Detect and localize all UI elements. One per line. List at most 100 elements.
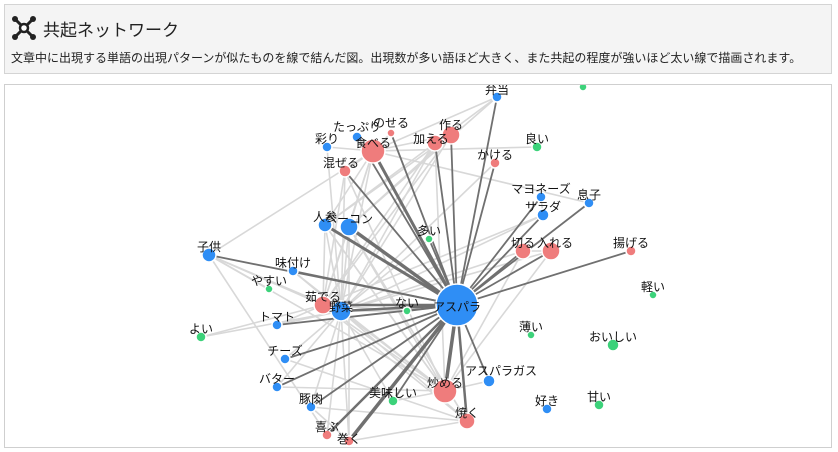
node-6[interactable] [426, 134, 444, 152]
node-label: たっぷり [333, 120, 381, 134]
node-12[interactable] [535, 191, 547, 203]
node-7[interactable] [531, 141, 543, 153]
edge-strong [371, 150, 459, 306]
edge-strong [456, 162, 496, 306]
node-31[interactable] [606, 338, 620, 352]
node-0[interactable] [435, 283, 479, 327]
node-label: 子供 [197, 240, 221, 254]
network-graph-svg[interactable]: アスパラ弁当っぽいたっぷりのせる作る加える良い彩り食べるかける混ぜるマヨネーズ息… [5, 85, 832, 448]
node-28[interactable] [195, 331, 207, 343]
node-32[interactable] [279, 353, 291, 365]
node-42[interactable] [343, 435, 355, 447]
node-4[interactable] [386, 128, 396, 138]
edge-weak [326, 310, 342, 436]
edge-weak [340, 250, 524, 312]
node-37[interactable] [593, 399, 605, 411]
page-title: 共起ネットワーク [43, 20, 179, 41]
node-label: トマト [259, 310, 295, 324]
node-3[interactable] [351, 131, 363, 143]
node-9[interactable] [360, 138, 386, 164]
edge-strong [276, 304, 458, 388]
node-label: っぽい [565, 85, 601, 87]
edge-strong [456, 250, 632, 306]
node-24[interactable] [648, 290, 658, 300]
node-34[interactable] [432, 378, 458, 404]
node-35[interactable] [271, 381, 283, 393]
node-20[interactable] [625, 245, 637, 257]
node-label: バター [259, 372, 295, 386]
network-graph[interactable]: アスパラ弁当っぽいたっぷりのせる作る加える良い彩り食べるかける混ぜるマヨネーズ息… [4, 84, 832, 448]
node-26[interactable] [330, 300, 352, 322]
node-label: 息子 [577, 187, 601, 202]
edge-weak [292, 270, 446, 392]
node-1[interactable] [491, 91, 503, 103]
node-25[interactable] [313, 295, 333, 315]
node-label: 美味しい [369, 386, 417, 400]
node-label: 甘い [587, 390, 611, 404]
title-row: 共起ネットワーク [11, 15, 179, 41]
node-8[interactable] [321, 141, 333, 153]
node-label: やすい [251, 274, 287, 288]
edge-weak [340, 238, 430, 312]
node-36[interactable] [387, 395, 399, 407]
node-23[interactable] [264, 284, 274, 294]
node-14[interactable] [536, 208, 550, 222]
node-label: 豚肉 [299, 392, 323, 406]
node-label: サラダ [525, 199, 561, 214]
node-38[interactable] [541, 403, 553, 415]
edge-weak [324, 224, 342, 312]
edge-strong [456, 196, 542, 306]
node-40[interactable] [458, 412, 476, 430]
edge-weak [310, 406, 468, 422]
node-5[interactable] [441, 125, 461, 145]
edge-strong [347, 303, 459, 443]
node-19[interactable] [541, 241, 561, 261]
node-label: ない [395, 296, 419, 310]
edge-weak [310, 406, 350, 442]
edge-weak [200, 310, 342, 338]
edge-weak [208, 254, 324, 306]
node-label: ベーコン [325, 212, 373, 226]
node-27[interactable] [402, 306, 412, 316]
edge-strong [324, 223, 458, 307]
edge-weak [348, 420, 468, 442]
node-label: おいしい [589, 330, 637, 344]
node-29[interactable] [271, 319, 283, 331]
node-10[interactable] [489, 157, 501, 169]
node-label: よい [189, 322, 213, 336]
node-label: 彩り [315, 132, 339, 146]
node-11[interactable] [338, 164, 352, 178]
node-15[interactable] [317, 217, 333, 233]
node-2[interactable] [578, 85, 588, 92]
node-label: 巻く [337, 432, 361, 446]
node-label: 人参 [313, 209, 337, 224]
node-21[interactable] [201, 247, 217, 263]
node-16[interactable] [339, 217, 359, 237]
node-label: かける [477, 148, 513, 162]
node-33[interactable] [482, 374, 496, 388]
node-18[interactable] [514, 242, 532, 260]
edge-weak [276, 310, 342, 388]
header-panel: 共起ネットワーク 文章中に出現する単語の出現パターンが似たものを線で結んだ図。出… [4, 4, 832, 74]
node-label: のせる [373, 116, 409, 130]
edge-strong [344, 170, 458, 306]
edge-weak [344, 170, 446, 392]
node-17[interactable] [424, 234, 434, 244]
node-39[interactable] [305, 401, 317, 413]
edge-strong [456, 96, 498, 306]
node-label: マヨネーズ [511, 181, 570, 196]
node-41[interactable] [321, 429, 333, 441]
node-label: 焼く [455, 406, 479, 420]
edge-strong [450, 134, 458, 306]
node-label: 切る [511, 236, 535, 250]
node-30[interactable] [526, 330, 536, 340]
node-label: 作る [439, 118, 463, 132]
node-label: 混ぜる [323, 156, 359, 170]
node-13[interactable] [583, 197, 595, 209]
edge-weak [372, 146, 538, 152]
node-22[interactable] [287, 265, 299, 277]
network-icon [12, 16, 36, 40]
page-description: 文章中に出現する単語の出現パターンが似たものを線で結んだ図。出現数が多い語ほど大… [11, 51, 802, 65]
edge-strong [347, 225, 459, 307]
edge-strong [276, 304, 458, 326]
